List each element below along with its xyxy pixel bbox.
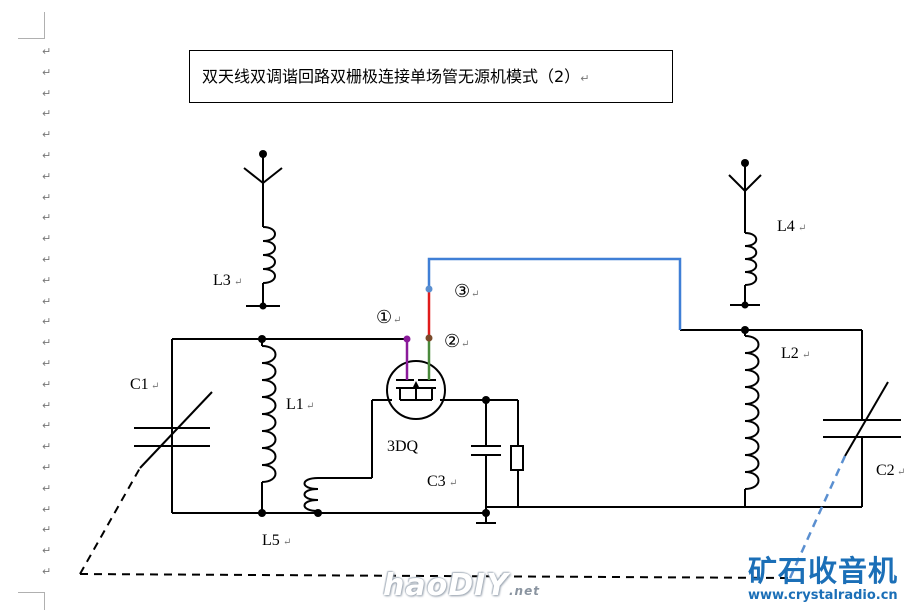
node-3-dot bbox=[425, 285, 433, 293]
label-l2: L2 bbox=[781, 345, 799, 362]
paragraph-mark: ↵ bbox=[42, 211, 52, 225]
junction-dot bbox=[482, 396, 490, 404]
paragraph-mark: ↵ bbox=[42, 502, 52, 516]
junction-dot bbox=[259, 302, 267, 310]
watermark-logo: 矿石收音机 bbox=[748, 554, 899, 588]
coil-l2 bbox=[744, 335, 760, 490]
paragraph-mark: ↵ bbox=[42, 336, 52, 350]
paragraph-mark: ↵ bbox=[283, 537, 291, 548]
page-corner-mark-bottom bbox=[18, 592, 45, 610]
paragraph-mark: ↵ bbox=[42, 315, 52, 329]
coil-l4 bbox=[744, 232, 758, 286]
paragraph-mark: ↵ bbox=[42, 356, 52, 370]
paragraph-mark: ↵ bbox=[42, 232, 52, 246]
title-box: 双天线双调谐回路双栅极连接单场管无源机模式（2）↵ bbox=[189, 50, 673, 103]
label-c1: C1 bbox=[130, 376, 149, 393]
label-l4: L4 bbox=[777, 218, 795, 235]
watermark-haodiy-net: .net bbox=[509, 584, 540, 598]
paragraph-mark: ↵ bbox=[42, 460, 52, 474]
paragraph-mark: ↵ bbox=[42, 294, 52, 308]
fet-3dq-body bbox=[386, 360, 446, 420]
paragraph-mark: ↵ bbox=[461, 339, 469, 350]
paragraph-mark: ↵ bbox=[42, 481, 52, 495]
paragraph-mark: ↵ bbox=[42, 45, 52, 58]
junction-dot bbox=[741, 301, 749, 309]
paragraph-mark: ↵ bbox=[42, 86, 52, 100]
paragraph-mark: ↵ bbox=[42, 419, 52, 433]
paragraph-mark: ↵ bbox=[897, 467, 905, 478]
paragraph-mark: ↵ bbox=[798, 223, 806, 234]
label-l5: L5 bbox=[262, 532, 280, 549]
paragraph-mark: ↵ bbox=[234, 277, 242, 288]
coil-l5 bbox=[303, 477, 319, 512]
paragraph-mark: ↵ bbox=[42, 169, 52, 183]
gang-link-bottom bbox=[79, 573, 791, 579]
node-2-dot bbox=[425, 334, 433, 342]
paragraph-mark: ↵ bbox=[42, 523, 52, 537]
coil-l3 bbox=[262, 226, 276, 284]
label-c3: C3 bbox=[427, 473, 446, 490]
paragraph-mark: ↵ bbox=[471, 289, 479, 300]
paragraph-mark: ↵ bbox=[42, 128, 52, 142]
c2-arrow bbox=[844, 381, 889, 457]
paragraph-mark: ↵ bbox=[42, 398, 52, 412]
paragraph-mark: ↵ bbox=[306, 401, 314, 412]
paragraph-mark: ↵ bbox=[42, 190, 52, 204]
node-1-dot bbox=[403, 335, 411, 343]
paragraph-mark: ↵ bbox=[42, 440, 52, 454]
watermark-url: www.crystalradio.cn bbox=[748, 588, 898, 603]
paragraph-mark: ↵ bbox=[580, 72, 590, 85]
paragraph-marks-column: ↵ ↵ ↵ ↵ ↵ ↵ ↵ ↵ ↵ ↵ ↵ ↵ ↵ ↵ ↵ ↵ ↵ ↵ ↵ ↵ ↵ ↵ ↵ ↵ ↵ ↵ bbox=[42, 42, 56, 583]
label-l1: L1 bbox=[286, 396, 304, 413]
diagram-title: 双天线双调谐回路双栅极连接单场管无源机模式（2） bbox=[202, 67, 581, 86]
label-node-2: ② bbox=[444, 331, 460, 351]
paragraph-mark: ↵ bbox=[42, 107, 52, 121]
junction-dot bbox=[314, 509, 322, 517]
paragraph-mark: ↵ bbox=[42, 65, 52, 79]
wire-blue-coupling bbox=[427, 257, 682, 330]
paragraph-mark: ↵ bbox=[42, 148, 52, 162]
paragraph-mark: ↵ bbox=[151, 381, 159, 392]
junction-dot bbox=[741, 159, 749, 167]
paragraph-mark: ↵ bbox=[42, 252, 52, 266]
earphone-element bbox=[510, 445, 524, 471]
paragraph-mark: ↵ bbox=[42, 564, 52, 578]
paragraph-mark: ↵ bbox=[802, 350, 810, 361]
junction-dot bbox=[259, 150, 267, 158]
junction-dot bbox=[482, 509, 490, 517]
label-node-1: ① bbox=[376, 307, 392, 327]
label-l3: L3 bbox=[213, 272, 231, 289]
paragraph-mark: ↵ bbox=[449, 478, 457, 489]
junction-dot bbox=[258, 509, 266, 517]
paragraph-mark: ↵ bbox=[42, 544, 52, 558]
label-c2: C2 bbox=[876, 462, 895, 479]
gang-link-black bbox=[79, 467, 141, 575]
label-node-3: ③ bbox=[454, 281, 470, 301]
label-3dq: 3DQ bbox=[387, 438, 419, 455]
watermark-haodiy-text: haoDIY bbox=[383, 568, 509, 603]
page-corner-mark bbox=[18, 12, 45, 39]
paragraph-mark: ↵ bbox=[42, 377, 52, 391]
coil-l1 bbox=[261, 345, 277, 483]
watermark-haodiy: haoDIY.net bbox=[383, 568, 540, 603]
junction-dot bbox=[741, 326, 749, 334]
paragraph-mark: ↵ bbox=[393, 315, 401, 326]
c1-arrow bbox=[139, 391, 213, 469]
junction-dot bbox=[258, 335, 266, 343]
fet-arrow bbox=[412, 381, 420, 389]
paragraph-mark: ↵ bbox=[42, 273, 52, 287]
